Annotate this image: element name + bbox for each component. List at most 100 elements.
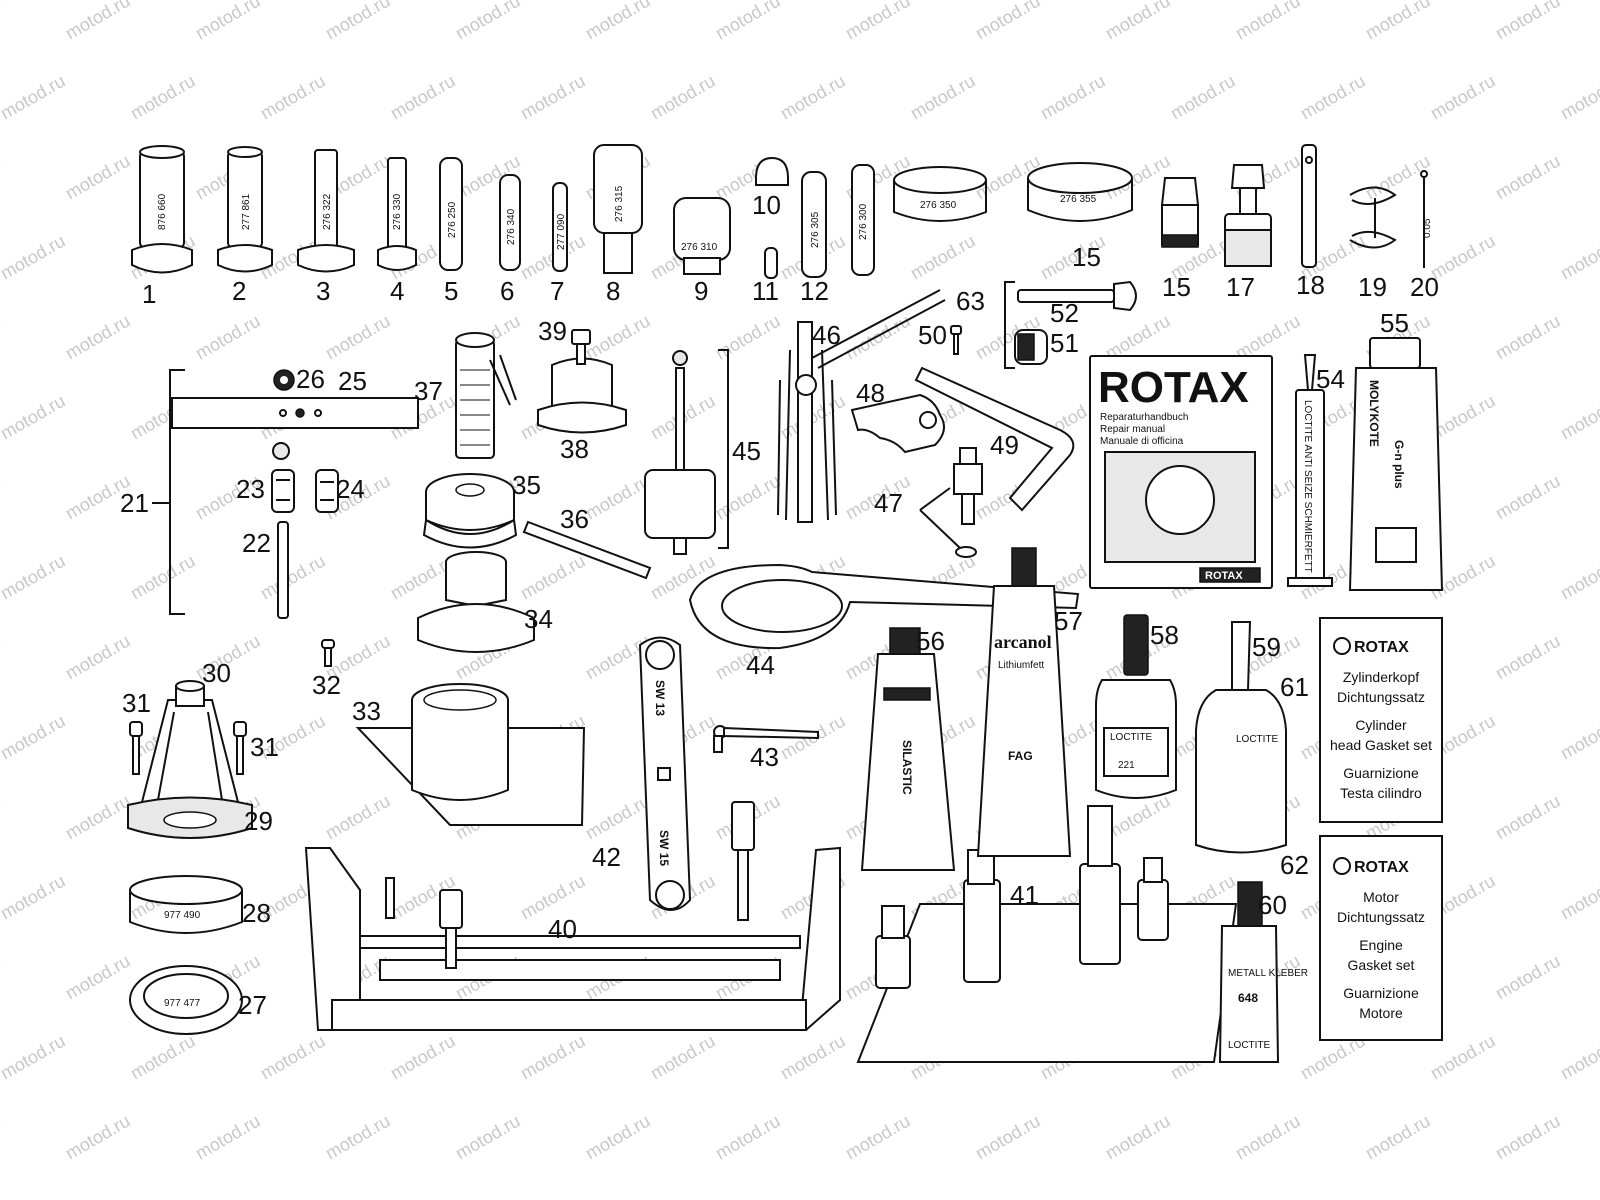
callout-41: 41 [1010, 880, 1039, 910]
callout-17: 17 [1226, 272, 1255, 302]
callout-51: 51 [1050, 328, 1079, 358]
card-61-de-line2: Dichtungssatz [1337, 689, 1425, 705]
callout-30: 30 [202, 658, 231, 688]
callout-15a: 15 [1072, 242, 1101, 272]
callout-3: 3 [316, 276, 330, 306]
bracket-21 [152, 369, 185, 615]
watermark-text: motod.ru [1557, 711, 1600, 764]
callout-18: 18 [1296, 270, 1325, 300]
callout-38: 38 [560, 434, 589, 464]
tool-38 [537, 357, 627, 434]
tool-37 [455, 332, 517, 459]
callout-58: 58 [1150, 620, 1179, 650]
watermark-text: motod.ru [582, 471, 654, 524]
product-57-type: Lithiumfett [998, 660, 1044, 671]
watermark-text: motod.ru [62, 951, 134, 1004]
watermark-text: motod.ru [0, 0, 4, 43]
part-code-5: 276 250 [447, 201, 458, 238]
tool-35 [422, 473, 518, 549]
callout-50: 50 [918, 320, 947, 350]
watermark-text: motod.ru [1102, 0, 1174, 43]
watermark-text: motod.ru [907, 231, 979, 284]
rod-36 [522, 520, 652, 580]
gasket-card-62: ROTAX Motor Dichtungssatz Engine Gasket … [1319, 835, 1443, 1041]
watermark-text: motod.ru [1297, 71, 1369, 124]
part-code-4: 276 330 [392, 193, 403, 230]
watermark-text: motod.ru [1102, 1111, 1174, 1164]
watermark-text: motod.ru [127, 1031, 199, 1084]
sleeve-24 [315, 469, 339, 513]
watermark-text: motod.ru [1492, 471, 1564, 524]
watermark-text: motod.ru [322, 1111, 394, 1164]
tool-9: 276 310 [673, 197, 731, 275]
callout-31-left: 31 [122, 688, 151, 718]
nut-23-top [272, 442, 290, 460]
bolt-52 [1017, 280, 1137, 312]
callout-40: 40 [548, 914, 577, 944]
tool-46 [777, 289, 946, 523]
watermark-text: motod.ru [1492, 151, 1564, 204]
tool-12: 276 305 [801, 171, 827, 278]
tool-5: 276 250 [439, 157, 463, 271]
watermark-text: motod.ru [0, 71, 69, 124]
callout-7: 7 [550, 276, 564, 306]
tool-3: 276 322 [297, 149, 355, 273]
ring-15a: 276 350 [893, 166, 987, 222]
callout-61: 61 [1280, 672, 1309, 702]
product-59-bottle: LOCTITE [1195, 621, 1287, 854]
watermark-text: motod.ru [0, 951, 4, 1004]
watermark-text: motod.ru [0, 631, 4, 684]
card-61-de-line: Zylinderkopf [1343, 669, 1419, 685]
tool-4: 276 330 [377, 157, 417, 271]
product-57-maker: FAG [1008, 749, 1033, 763]
watermark-text: motod.ru [1557, 71, 1600, 124]
pin-50 [950, 325, 962, 355]
tool-15-bolt [1160, 177, 1200, 248]
watermark-text: motod.ru [582, 791, 654, 844]
watermark-text: motod.ru [582, 0, 654, 43]
watermark-text: motod.ru [0, 871, 69, 924]
watermark-text: motod.ru [1557, 391, 1600, 444]
part-code-sw13: SW 13 [653, 680, 667, 716]
watermark-text: motod.ru [1362, 0, 1434, 43]
watermark-text: motod.ru [1492, 1111, 1564, 1164]
watermark-text: motod.ru [777, 1031, 849, 1084]
watermark-text: motod.ru [517, 1031, 589, 1084]
callout-42: 42 [592, 842, 621, 872]
card-62-en-line2: Gasket set [1348, 957, 1415, 973]
watermark-text: motod.ru [0, 551, 69, 604]
watermark-text: motod.ru [712, 311, 784, 364]
part-code-28: 977 490 [164, 910, 201, 921]
product-57-brand: arcanol [994, 632, 1052, 652]
product-54-label: LOCTITE ANTI SEIZE SCHMIERFETT [1302, 400, 1313, 573]
watermark-text: motod.ru [582, 311, 654, 364]
watermark-text: motod.ru [1362, 1111, 1434, 1164]
watermark-text: motod.ru [257, 1031, 329, 1084]
part-code-9: 276 310 [681, 242, 718, 253]
tool-8: 276 315 [593, 144, 643, 274]
watermark-text: motod.ru [0, 1031, 69, 1084]
watermark-text: motod.ru [62, 1111, 134, 1164]
part-code-1: 876 660 [157, 193, 168, 230]
watermark-text: motod.ru [0, 791, 4, 844]
callout-12: 12 [800, 276, 829, 306]
tool-19 [1349, 186, 1397, 249]
card-62-it-line: Guarnizione [1343, 985, 1419, 1001]
watermark-text: motod.ru [62, 791, 134, 844]
tool-48 [850, 393, 945, 454]
watermark-text: motod.ru [127, 551, 199, 604]
tool-20-feeler: 0.05 [1420, 170, 1433, 268]
watermark-text: motod.ru [1037, 71, 1109, 124]
watermark-text: motod.ru [1492, 631, 1564, 684]
watermark-text: motod.ru [517, 71, 589, 124]
card-62-de-line: Motor [1363, 889, 1399, 905]
part-code-15a: 276 350 [920, 200, 957, 211]
watermark-text: motod.ru [1492, 791, 1564, 844]
callout-44: 44 [746, 650, 775, 680]
card-62-brand: ROTAX [1354, 859, 1409, 876]
bracket-63 [1004, 281, 1015, 369]
product-60-label: METALL KLEBER [1228, 968, 1308, 979]
product-60-bottle: METALL KLEBER 648 LOCTITE [1218, 881, 1308, 1063]
watermark-text: motod.ru [62, 311, 134, 364]
card-62-it-line2: Motore [1359, 1005, 1403, 1021]
